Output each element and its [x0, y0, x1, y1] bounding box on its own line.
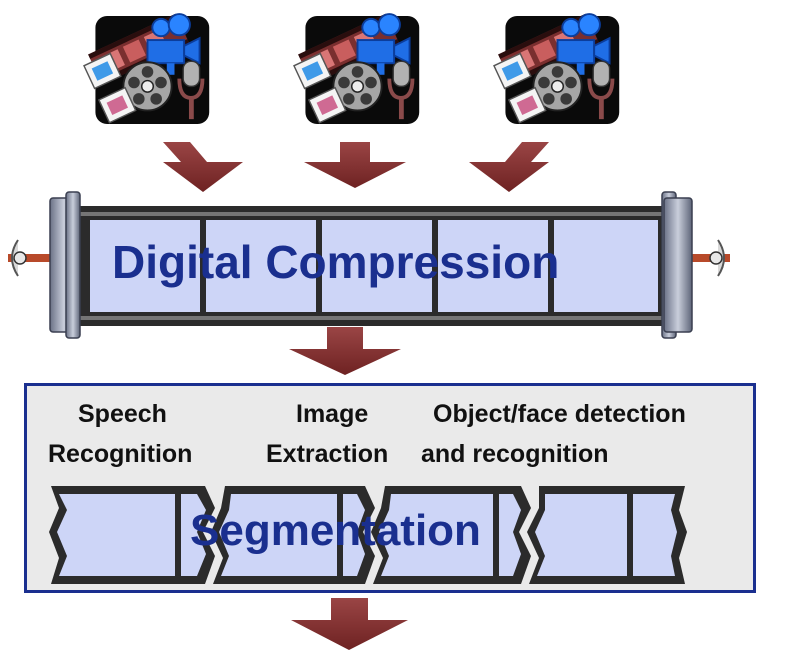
media-icon-3 — [492, 11, 622, 126]
film-piece-1 — [49, 486, 215, 584]
arrow-to-segmentation-icon — [289, 327, 401, 375]
arrow-bottom-down-icon — [291, 598, 408, 650]
film-scroll — [8, 191, 730, 339]
arrow-center-down-icon — [304, 142, 406, 188]
label-and-recognition: and recognition — [421, 440, 609, 468]
label-speech: Speech — [78, 400, 167, 428]
arrow-left-down-icon — [163, 142, 243, 192]
label-object-face-detection: Object/face detection — [433, 400, 686, 428]
film-piece-2 — [211, 486, 375, 584]
segmentation-film-strip — [49, 486, 687, 584]
label-image: Image — [296, 400, 369, 428]
compression-title: Digital Compression — [112, 236, 560, 288]
label-extraction: Extraction — [266, 440, 389, 468]
label-recognition: Recognition — [48, 440, 193, 468]
compression-title-clip: Digital Compression — [80, 205, 655, 325]
film-piece-4 — [527, 486, 687, 584]
media-icon-1 — [82, 11, 212, 126]
film-piece-3 — [371, 486, 531, 584]
media-icon-2 — [292, 11, 422, 126]
segmentation-title: Segmentation — [190, 506, 481, 555]
segmentation-box: Segmentation — [24, 383, 756, 593]
arrow-right-down-icon — [469, 142, 549, 192]
